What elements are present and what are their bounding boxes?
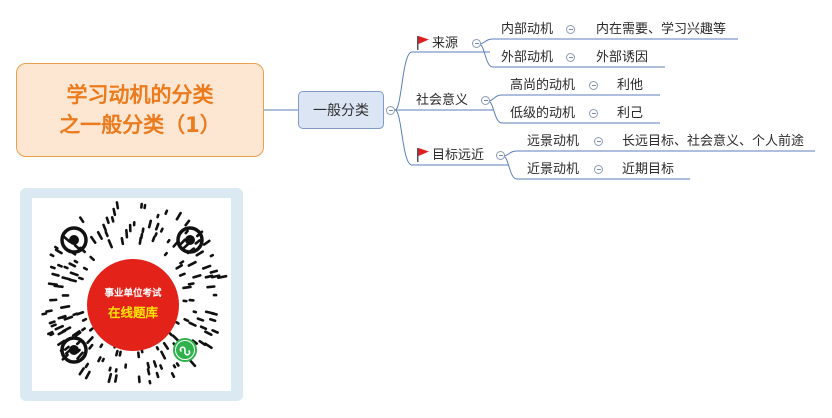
leaf-short-term-goals[interactable]: 近期目标	[622, 162, 675, 177]
branch-label-source[interactable]: 来源	[432, 36, 459, 51]
subtopic-low-motivation[interactable]: 低级的动机	[510, 106, 576, 121]
subtopic-internal-motivation[interactable]: 内部动机	[501, 22, 554, 37]
connector-branch-goal	[394, 109, 508, 166]
collapse-toggle-icon[interactable]	[481, 96, 490, 105]
mini-program-logo-icon	[173, 338, 197, 362]
collapse-toggle-icon[interactable]	[566, 53, 575, 62]
qr-code-pattern	[41, 201, 228, 385]
subtopic-distant-motivation[interactable]: 远景动机	[527, 134, 580, 149]
connector-internal	[478, 38, 738, 45]
root-topic-title: 学习动机的分类 之一般分类（1）	[59, 83, 221, 137]
collapse-toggle-icon[interactable]	[594, 137, 603, 146]
qr-badge-line1: 事业单位考试	[104, 288, 162, 299]
subtopic-near-motivation[interactable]: 近景动机	[527, 162, 580, 177]
branch-label-social-significance[interactable]: 社会意义	[416, 93, 469, 108]
main-topic-general-classification[interactable]: 一般分类	[298, 91, 384, 129]
collapse-toggle-icon[interactable]	[386, 106, 395, 115]
leaf-long-term-goals[interactable]: 长远目标、社会意义、个人前途	[622, 134, 805, 149]
collapse-toggle-icon[interactable]	[566, 25, 575, 34]
qr-badge-line2: 在线题库	[107, 305, 158, 320]
connector-noble	[487, 94, 660, 102]
main-topic-label: 一般分类	[313, 103, 369, 119]
collapse-toggle-icon[interactable]	[589, 109, 598, 118]
connector-distant	[502, 150, 815, 157]
subtopic-noble-motivation[interactable]: 高尚的动机	[510, 78, 576, 93]
subtopic-external-motivation[interactable]: 外部动机	[501, 50, 554, 65]
leaf-external-incentive[interactable]: 外部诱因	[596, 50, 649, 65]
leaf-self-interest[interactable]: 利己	[617, 106, 644, 121]
leaf-internal-needs[interactable]: 内在需要、学习兴趣等	[596, 22, 727, 37]
connector-branch-source	[394, 51, 490, 111]
collapse-toggle-icon[interactable]	[472, 39, 481, 48]
qr-center-badge: 事业单位考试 在线题库	[87, 259, 179, 351]
collapse-toggle-icon[interactable]	[496, 151, 505, 160]
flag-icon	[417, 148, 429, 162]
branch-label-goal-distance[interactable]: 目标远近	[432, 148, 485, 163]
flag-icon	[417, 36, 429, 50]
collapse-toggle-icon[interactable]	[594, 165, 603, 174]
collapse-toggle-icon[interactable]	[589, 81, 598, 90]
root-topic[interactable]: 学习动机的分类 之一般分类（1）	[16, 63, 264, 157]
leaf-altruism[interactable]: 利他	[617, 78, 644, 93]
